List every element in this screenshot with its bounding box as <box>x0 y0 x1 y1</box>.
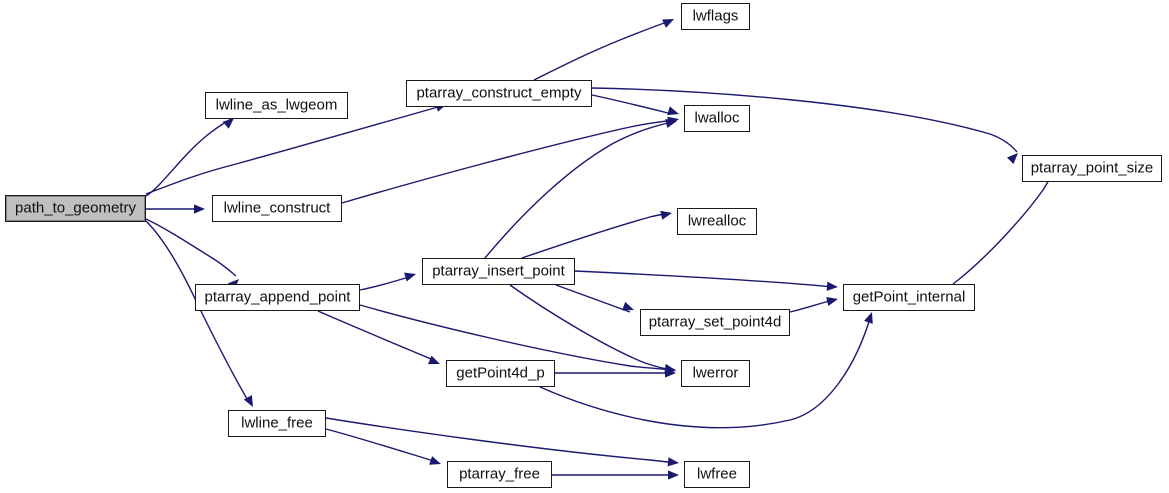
graph-node-lwalloc[interactable]: lwalloc <box>684 105 750 132</box>
graph-node-lwline_free[interactable]: lwline_free <box>228 410 326 437</box>
graph-node-ptarray_insert_point[interactable]: ptarray_insert_point <box>422 258 575 285</box>
graph-node-lwline_construct[interactable]: lwline_construct <box>212 195 342 222</box>
edge-getPoint_internal-to-ptarray_point_size <box>952 171 1054 285</box>
graph-node-path_to_geometry[interactable]: path_to_geometry <box>5 195 146 222</box>
graph-node-ptarray_construct_empty[interactable]: ptarray_construct_empty <box>406 80 592 107</box>
edge-path_to_geometry-to-lwline_as_lwgeom <box>145 118 232 197</box>
edge-ptarray_append_point-to-ptarray_insert_point <box>359 275 413 291</box>
edge-ptarray_construct_empty-to-lwflags <box>533 20 671 81</box>
graph-node-ptarray_set_point4d[interactable]: ptarray_set_point4d <box>640 309 790 336</box>
edge-ptarray_set_point4d-to-getPoint_internal <box>789 299 834 313</box>
arrowhead-to-ptarray_point_size <box>1006 153 1018 165</box>
arrowhead-to-lwalloc <box>667 106 679 116</box>
graph-node-label: ptarray_insert_point <box>432 262 565 280</box>
graph-node-label: lwalloc <box>694 109 740 127</box>
graph-node-label: ptarray_point_size <box>1030 159 1154 177</box>
graph-node-lwfree[interactable]: lwfree <box>684 461 750 488</box>
edge-ptarray_append_point-to-getPoint4d_p <box>317 310 437 362</box>
graph-node-ptarray_free[interactable]: ptarray_free <box>447 461 552 488</box>
edge-lwline_free-to-ptarray_free <box>325 428 438 463</box>
edge-lwline_free-to-lwfree <box>325 417 676 464</box>
graph-node-label: lwerror <box>692 364 739 382</box>
graph-node-label: getPoint_internal <box>852 288 966 306</box>
arrowhead-to-lwflags <box>662 19 674 28</box>
graph-node-lwerror[interactable]: lwerror <box>681 360 750 387</box>
edge-ptarray_insert_point-to-getPoint_internal <box>574 270 834 288</box>
arrowhead-to-lwline_free <box>243 395 253 407</box>
arrowhead-to-ptarray_insert_point <box>404 272 416 282</box>
arrowhead-to-lwerror <box>664 364 676 374</box>
graph-node-getPoint_internal[interactable]: getPoint_internal <box>843 284 975 311</box>
edge-ptarray_construct_empty-to-lwalloc <box>591 94 669 114</box>
graph-node-label: lwline_free <box>241 414 313 432</box>
arrowhead-to-ptarray_set_point4d <box>622 301 634 311</box>
arrowhead-to-getPoint_internal <box>864 312 873 324</box>
graph-node-ptarray_append_point[interactable]: ptarray_append_point <box>195 284 360 311</box>
arrowhead-to-lwerror <box>664 364 676 374</box>
graph-node-label: getPoint4d_p <box>456 364 545 382</box>
arrowhead-to-lwalloc <box>665 118 677 128</box>
graph-node-label: ptarray_set_point4d <box>648 313 782 331</box>
graph-node-label: ptarray_append_point <box>204 288 351 306</box>
graph-node-label: ptarray_free <box>459 465 540 483</box>
arrowhead-to-lwrealloc <box>660 210 672 220</box>
graph-node-label: lwrealloc <box>687 212 747 230</box>
edges-group <box>145 20 1054 476</box>
graph-node-label: lwflags <box>692 7 739 25</box>
edge-ptarray_construct_empty-to-ptarray_point_size <box>591 87 1018 153</box>
arrowhead-to-getPoint_internal <box>826 296 838 306</box>
edge-path_to_geometry-to-lwline_free <box>145 220 251 405</box>
arrowhead-to-ptarray_free <box>429 456 441 465</box>
graph-node-lwline_as_lwgeom[interactable]: lwline_as_lwgeom <box>205 92 348 119</box>
graph-node-getPoint4d_p[interactable]: getPoint4d_p <box>446 360 555 387</box>
graph-node-label: ptarray_construct_empty <box>416 84 582 102</box>
arrowhead-to-getPoint4d_p <box>428 355 440 365</box>
graph-node-label: lwline_construct <box>223 199 331 217</box>
graph-node-label: lwline_as_lwgeom <box>215 96 338 114</box>
edge-lwline_construct-to-lwalloc <box>341 119 675 204</box>
arrowhead-to-lwerror <box>665 368 676 378</box>
arrowhead-to-lwline_construct <box>194 204 205 214</box>
graph-node-lwrealloc[interactable]: lwrealloc <box>677 208 757 235</box>
edge-ptarray_insert_point-to-lwrealloc <box>521 212 671 259</box>
arrowhead-to-lwfree <box>667 457 679 467</box>
graph-node-label: path_to_geometry <box>15 199 136 217</box>
arrowhead-to-lwfree <box>668 470 679 480</box>
graph-node-label: lwfree <box>696 465 737 483</box>
arrowhead-to-getPoint_internal <box>826 281 838 291</box>
edge-ptarray_insert_point-to-lwalloc <box>484 121 673 259</box>
graph-node-ptarray_point_size[interactable]: ptarray_point_size <box>1022 155 1162 182</box>
edge-path_to_geometry-to-ptarray_append_point <box>145 218 237 277</box>
edge-ptarray_insert_point-to-ptarray_set_point4d <box>555 284 631 313</box>
graph-node-lwflags[interactable]: lwflags <box>681 3 750 30</box>
arrowhead-to-lwalloc <box>667 116 679 126</box>
